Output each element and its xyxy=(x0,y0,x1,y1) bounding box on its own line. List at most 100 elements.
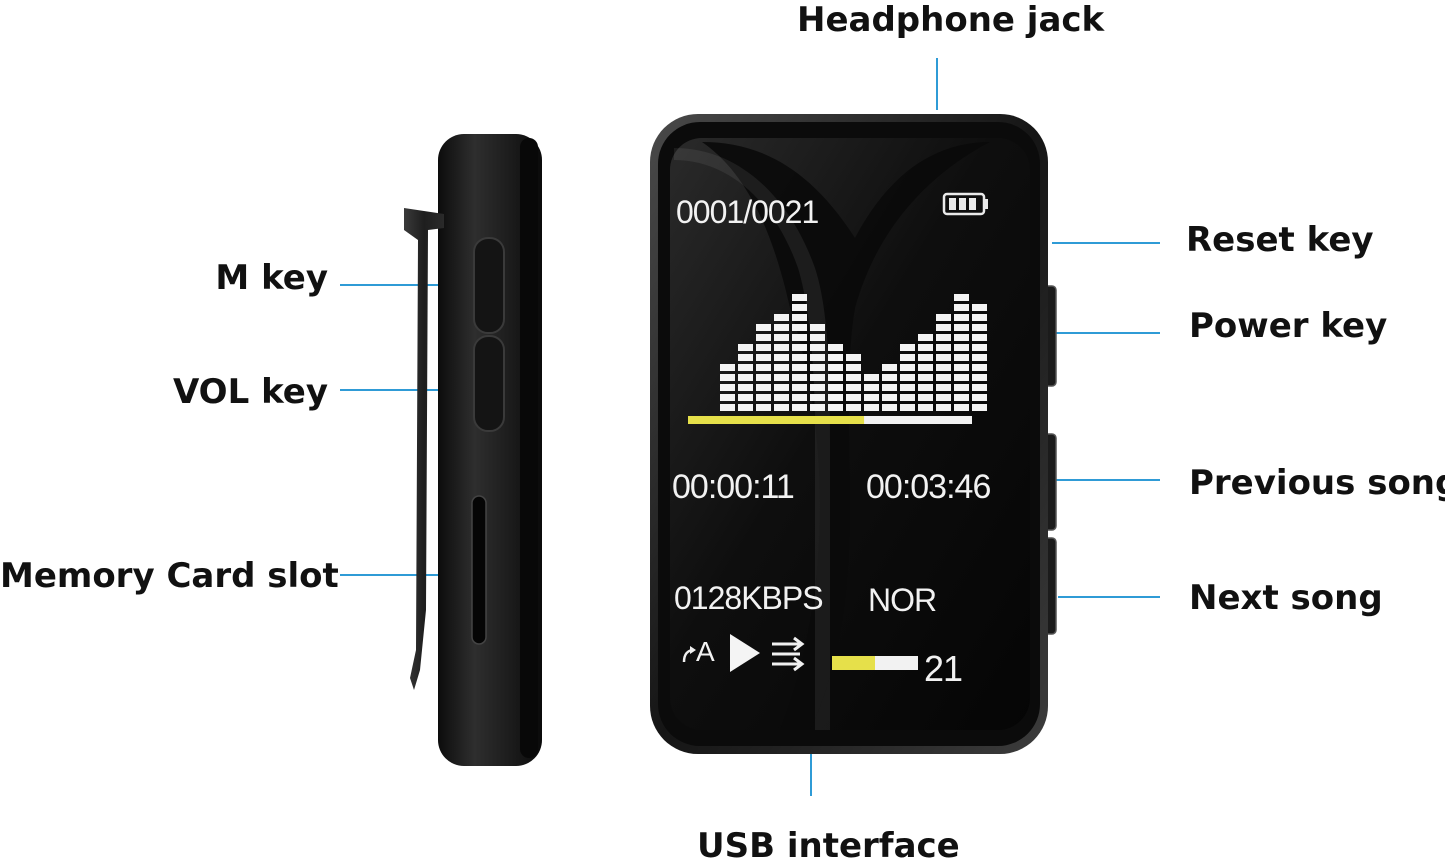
belt-clip xyxy=(404,208,444,690)
equalizer-segment xyxy=(738,374,753,381)
equalizer-segment xyxy=(972,324,987,331)
equalizer-segment xyxy=(972,394,987,401)
vol-key xyxy=(473,335,505,432)
equalizer-segment xyxy=(774,384,789,391)
equalizer-segment xyxy=(954,294,969,301)
equalizer-segment xyxy=(936,334,951,341)
equalizer-segment xyxy=(882,394,897,401)
equalizer-segment xyxy=(882,374,897,381)
equalizer-segment xyxy=(846,354,861,361)
equalizer-segment xyxy=(846,364,861,371)
equalizer-segment xyxy=(900,364,915,371)
usb-interface-leader xyxy=(810,742,812,796)
equalizer-segment xyxy=(774,314,789,321)
equalizer-segment xyxy=(864,394,879,401)
memory-card-slot-leader xyxy=(340,574,480,576)
equalizer-segment xyxy=(792,404,807,411)
equalizer-segment xyxy=(918,384,933,391)
equalizer-segment xyxy=(756,404,771,411)
equalizer-segment xyxy=(810,354,825,361)
bitrate: 0128KBPS xyxy=(674,580,824,616)
equalizer-segment xyxy=(756,364,771,371)
equalizer-segment xyxy=(738,354,753,361)
equalizer-segment xyxy=(918,334,933,341)
equalizer-segment xyxy=(774,324,789,331)
battery-icon xyxy=(942,192,988,216)
reset-key-label: Reset key xyxy=(1186,220,1374,260)
equalizer-segment xyxy=(720,404,735,411)
equalizer-segment xyxy=(828,384,843,391)
equalizer-segment xyxy=(936,404,951,411)
headphone-jack-label: Headphone jack xyxy=(797,0,1105,40)
equalizer-segment xyxy=(918,364,933,371)
equalizer-segment xyxy=(792,304,807,311)
equalizer-segment xyxy=(972,304,987,311)
equalizer-segment xyxy=(792,334,807,341)
volume-value: 21 xyxy=(924,648,963,689)
equalizer-segment xyxy=(738,344,753,351)
equalizer-segment xyxy=(792,314,807,321)
equalizer-segment xyxy=(774,334,789,341)
equalizer-segment xyxy=(954,334,969,341)
play-icon xyxy=(730,634,760,672)
equalizer-segment xyxy=(792,354,807,361)
memory-card-slot-label: Memory Card slot xyxy=(0,556,339,596)
equalizer-segment xyxy=(954,384,969,391)
equalizer-segment xyxy=(954,364,969,371)
equalizer-segment xyxy=(792,394,807,401)
equalizer-segment xyxy=(846,394,861,401)
equalizer-segment xyxy=(918,394,933,401)
equalizer-segment xyxy=(828,364,843,371)
next-song-label: Next song xyxy=(1189,578,1383,618)
equalizer-segment xyxy=(954,404,969,411)
equalizer-segment xyxy=(810,344,825,351)
m-key xyxy=(473,237,505,334)
equalizer-segment xyxy=(900,374,915,381)
equalizer-segment xyxy=(756,344,771,351)
m-key-label: M key xyxy=(215,258,328,298)
screen-reflection xyxy=(702,142,990,730)
equalizer-segment xyxy=(756,324,771,331)
equalizer-segment xyxy=(792,324,807,331)
volume-fill xyxy=(832,656,875,670)
equalizer-segment xyxy=(972,314,987,321)
total-time: 00:03:46 xyxy=(866,468,991,506)
equalizer-segment xyxy=(900,354,915,361)
side-view-device xyxy=(404,134,542,766)
equalizer-segment xyxy=(936,324,951,331)
headphone-jack-leader xyxy=(936,58,938,110)
equalizer-segment xyxy=(828,354,843,361)
previous-song-leader xyxy=(1055,479,1160,481)
equalizer-segment xyxy=(954,344,969,351)
vol-key-label: VOL key xyxy=(172,372,328,412)
front-view-device xyxy=(650,114,1057,754)
equalizer-segment xyxy=(846,384,861,391)
equalizer-segment xyxy=(900,384,915,391)
equalizer-segment xyxy=(918,374,933,381)
equalizer-segment xyxy=(738,394,753,401)
equalizer-segment xyxy=(738,364,753,371)
equalizer-segment xyxy=(918,354,933,361)
equalizer-segment xyxy=(846,374,861,381)
equalizer-segment xyxy=(810,404,825,411)
equalizer-segment xyxy=(972,404,987,411)
equalizer-segment xyxy=(828,344,843,351)
equalizer-segment xyxy=(972,334,987,341)
equalizer-segment xyxy=(720,394,735,401)
usb-interface-label: USB interface xyxy=(697,826,960,866)
reset-key-leader xyxy=(1052,242,1160,244)
equalizer-segment xyxy=(756,384,771,391)
memory-card-slot xyxy=(471,495,487,645)
equalizer-segment xyxy=(774,344,789,351)
equalizer-segment xyxy=(810,384,825,391)
equalizer-segment xyxy=(738,384,753,391)
equalizer-segment xyxy=(972,374,987,381)
equalizer-segment xyxy=(792,384,807,391)
equalizer-segment xyxy=(954,324,969,331)
equalizer-segment xyxy=(882,384,897,391)
equalizer-segment xyxy=(756,394,771,401)
repeat-icon xyxy=(682,646,696,663)
power-key-label: Power key xyxy=(1189,306,1388,346)
equalizer-segment xyxy=(972,354,987,361)
equalizer-segment xyxy=(720,384,735,391)
